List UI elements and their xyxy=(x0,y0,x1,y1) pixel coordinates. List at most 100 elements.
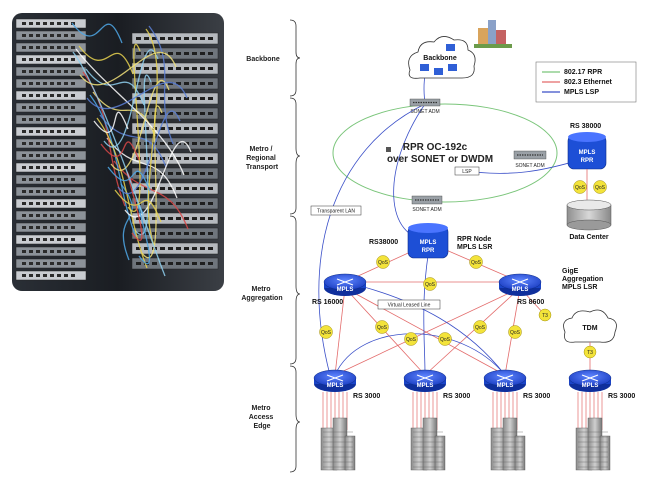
sonet-adm-top-label: SONET ADM xyxy=(410,109,439,115)
access-router-model-label: RS 3000 xyxy=(353,393,380,400)
access-building xyxy=(490,392,526,471)
transparent-lan-label: Transparent LAN xyxy=(317,209,355,215)
data-center-label: Data Center xyxy=(569,234,609,241)
router-arrows-icon xyxy=(581,374,599,382)
access-router-model-label: RS 3000 xyxy=(443,393,470,400)
qos-badge-icon xyxy=(319,325,333,339)
router-mpls-label: MPLS xyxy=(497,383,514,389)
region-metro-aggregation-label: Metro Aggregation xyxy=(241,286,282,302)
qos-badge-label: QoS xyxy=(510,330,521,336)
server-rack-photo xyxy=(12,13,224,291)
legend-item-label: MPLS LSP xyxy=(564,89,599,96)
legend-item-label: 802.17 RPR xyxy=(564,69,602,76)
mpls-rpr-right-text: MPLS xyxy=(579,150,596,156)
legend-item-label: 802.3 Ethernet xyxy=(564,79,613,86)
tdm-cloud-label: TDM xyxy=(582,325,597,332)
access-router: MPLS xyxy=(568,369,612,392)
mpls-lsp-paths xyxy=(318,59,581,376)
qos-badge-label: QoS xyxy=(406,337,417,343)
access-router: MPLS xyxy=(313,369,357,392)
t3-badge-icon xyxy=(583,345,597,359)
t3-badge-icon xyxy=(538,308,552,322)
qos-badge-label: QoS xyxy=(440,337,451,343)
qos-badge-icon xyxy=(404,332,418,346)
region-backbone-label: Backbone xyxy=(246,56,280,63)
city-buildings-icon xyxy=(474,20,512,48)
virtual-leased-line-box xyxy=(377,299,441,310)
region-metro-regional-label: Metro / Regional Transport xyxy=(246,146,279,171)
tdm-cloud: TDM xyxy=(563,309,617,343)
t3-badge-label: T3 xyxy=(587,350,593,356)
backbone-cloud-label: Backbone xyxy=(423,55,457,62)
rs8600-label: RS 8600 xyxy=(517,299,544,306)
qos-badge-icon xyxy=(508,325,522,339)
ring-node-marker xyxy=(386,147,391,152)
mpls-rpr-center-text: MPLS xyxy=(420,240,437,246)
router-arrows-icon xyxy=(416,374,434,382)
sonet-adm-right-label: SONET ADM xyxy=(515,163,544,169)
access-router-model-label: RS 3000 xyxy=(608,393,635,400)
router-mpls-label: MPLS xyxy=(337,287,354,293)
qos-badge-icon xyxy=(573,180,587,194)
sonet-adm-top: SONET ADM xyxy=(409,98,441,115)
qos-badge-label: QoS xyxy=(378,260,389,266)
qos-badge-label: QoS xyxy=(575,185,586,191)
ring-title: RPR OC-192c xyxy=(403,142,468,153)
qos-badge-label: QoS xyxy=(425,282,436,288)
gige-aggregation-label: GigE Aggregation MPLS LSR xyxy=(562,268,605,291)
data-center xyxy=(566,199,612,231)
router-arrows-icon xyxy=(336,278,354,286)
sonet-adm-bottom-label: SONET ADM xyxy=(412,207,441,213)
transparent-lan-box xyxy=(310,205,362,216)
qos-badge-icon xyxy=(438,332,452,346)
router-arrows-icon xyxy=(496,374,514,382)
rs16000-label: RS 16000 xyxy=(312,299,343,306)
qos-badge-icon xyxy=(375,320,389,334)
qos-badge-label: QoS xyxy=(471,260,482,266)
lsp-box xyxy=(454,166,480,176)
router-mpls-label: MPLS xyxy=(512,287,529,293)
backbone-cloud: Backbone xyxy=(408,36,476,79)
qos-badge-icon xyxy=(423,277,437,291)
virtual-leased-line-label: Virtual Leased Line xyxy=(388,303,431,309)
backbone-switch-icon xyxy=(420,64,429,71)
router-mpls-label: MPLS xyxy=(327,383,344,389)
mpls-rpr-center-device: MPLS RPR xyxy=(407,223,449,259)
region-metro-access-label: Metro Access Edge xyxy=(249,405,275,430)
access-router: MPLS xyxy=(403,369,447,392)
rpr-node-label: RPR Node MPLS LSR xyxy=(457,236,493,251)
qos-badge-icon xyxy=(376,255,390,269)
backbone-switch-icon xyxy=(446,44,455,51)
router-arrows-icon xyxy=(326,374,344,382)
qos-badge-label: QoS xyxy=(377,325,388,331)
qos-badge-label: QoS xyxy=(321,330,332,336)
backbone-switch-icon xyxy=(448,64,457,71)
lsp-label: LSP xyxy=(462,169,472,175)
qos-badge-label: QoS xyxy=(475,325,486,331)
aggregation-router-right: MPLS xyxy=(498,273,542,296)
qos-badges: QoS QoS QoS QoS QoS QoS QoS QoS QoS QoS QoS xyxy=(319,180,607,346)
access-building xyxy=(320,392,356,471)
ring-subtitle: over SONET or DWDM xyxy=(387,154,493,165)
rpr-ring xyxy=(332,103,558,203)
qos-badge-icon xyxy=(469,255,483,269)
access-router: MPLS xyxy=(483,369,527,392)
qos-badge-icon xyxy=(473,320,487,334)
rs38000-right-label: RS 38000 xyxy=(570,123,601,130)
t3-badge-label: T3 xyxy=(542,313,548,319)
access-router-model-label: RS 3000 xyxy=(523,393,550,400)
sonet-adm-bottom: SONET ADM xyxy=(411,195,443,213)
qos-badge-label: QoS xyxy=(595,185,606,191)
router-arrows-icon xyxy=(511,278,529,286)
access-building xyxy=(575,392,611,471)
sonet-adm-right: SONET ADM xyxy=(513,150,547,169)
mpls-rpr-right-device: MPLS RPR xyxy=(567,132,607,170)
region-braces xyxy=(289,19,301,473)
router-mpls-label: MPLS xyxy=(582,383,599,389)
mpls-rpr-center-text: RPR xyxy=(422,248,435,254)
server-rack-illustration xyxy=(12,13,224,291)
